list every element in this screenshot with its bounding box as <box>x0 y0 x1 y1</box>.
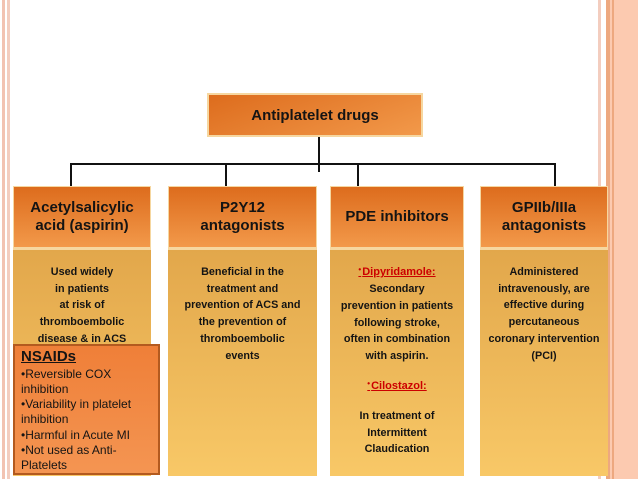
header-pde-inhibitors: PDE inhibitors <box>330 186 464 248</box>
header-label: PDE inhibitors <box>345 208 449 225</box>
connector-drop-3 <box>357 163 359 187</box>
left-border-stripe-outer <box>2 0 5 479</box>
bullet-icon: • <box>358 265 362 274</box>
nsaids-bullet-item: •Not used as Anti-Platelets <box>21 442 117 473</box>
root-node-label: Antiplatelet drugs <box>251 106 379 124</box>
left-border-stripe-inner <box>7 0 10 479</box>
connector-drop-1 <box>70 163 72 187</box>
connector-drop-2 <box>225 163 227 187</box>
nsaids-bullet-item: •Harmful in Acute MI <box>21 427 130 442</box>
connector-stub-vertical <box>318 137 320 172</box>
connector-horizontal <box>70 163 556 165</box>
connector-drop-4 <box>554 163 556 187</box>
nsaids-title: NSAIDs <box>21 348 77 365</box>
bullet-icon: • <box>21 397 26 412</box>
bullet-icon: • <box>21 366 26 381</box>
bullet-icon: • <box>21 427 26 442</box>
nsaids-bullet-item: •Reversible COX inhibition <box>21 366 112 396</box>
nsaids-bullet-item: •Variability in platelet inhibition <box>21 397 132 427</box>
right-band-edge-line <box>606 0 610 479</box>
drug-name-cilostazol: •Cilostazol: <box>367 378 427 392</box>
right-border-band <box>610 0 638 479</box>
bullet-icon: • <box>21 442 26 457</box>
nsaids-callout-box: NSAIDs •Reversible COX inhibition •Varia… <box>13 344 160 475</box>
right-band-inner-line <box>612 0 614 479</box>
drug-name-dipyridamole: •Dipyridamole: <box>358 265 436 278</box>
bullet-icon: • <box>367 378 371 388</box>
root-node-antiplatelet-drugs: Antiplatelet drugs <box>207 93 423 137</box>
